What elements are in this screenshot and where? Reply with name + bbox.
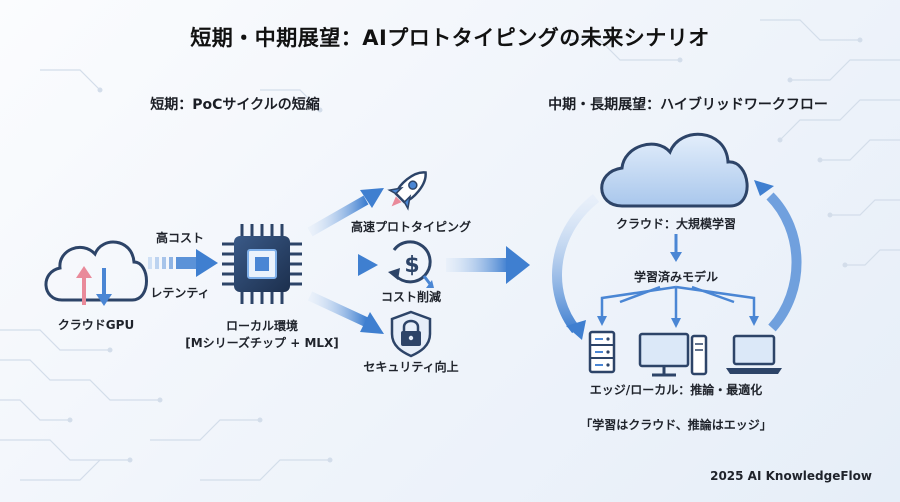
rocket-icon bbox=[387, 171, 427, 211]
benefit-label-cost: コスト削減 bbox=[380, 290, 442, 304]
latency-label: レテンティ bbox=[150, 286, 210, 300]
edge-local-label: エッジ/ローカル：推論・最適化 bbox=[589, 383, 763, 397]
cycle-arrows bbox=[552, 180, 802, 340]
cloud-gpu-label: クラウドGPU bbox=[57, 318, 135, 332]
mid-term-heading: 中期・長期展望：ハイブリッドワークフロー bbox=[548, 97, 828, 113]
laptop-icon bbox=[726, 334, 782, 374]
short-term-heading: 短期：PoCサイクルの短縮 bbox=[150, 97, 320, 113]
cloud-training-label: クラウド：大規模学習 bbox=[615, 217, 737, 231]
circuit-decoration bbox=[0, 19, 900, 481]
transition-arrow bbox=[446, 246, 530, 284]
page-title: 短期・中期展望：AIプロトタイピングの未来シナリオ bbox=[190, 26, 710, 50]
footer-credit: 2025 AI KnowledgeFlow bbox=[710, 469, 872, 483]
chip-icon bbox=[222, 224, 302, 304]
circuit-nodes bbox=[67, 37, 863, 463]
benefit-label-prototyping: 高速プロトタイピング bbox=[350, 220, 472, 234]
desktop-icon bbox=[638, 332, 708, 377]
local-env-sublabel: [Mシリーズチップ + MLX] bbox=[185, 336, 339, 350]
benefit-arrows bbox=[307, 188, 384, 334]
lock-shield-icon bbox=[390, 310, 432, 358]
local-env-label: ローカル環境 bbox=[225, 319, 299, 333]
cloud-to-local-arrow bbox=[148, 249, 218, 277]
server-icon bbox=[588, 330, 616, 374]
cost-reduction-icon: $ bbox=[388, 240, 434, 288]
cloud-large-icon bbox=[600, 132, 749, 208]
cloud-to-model-arrow bbox=[670, 234, 682, 262]
svg-text:$: $ bbox=[404, 253, 419, 278]
high-cost-label: 高コスト bbox=[155, 231, 205, 245]
model-distribution-lines bbox=[600, 285, 756, 320]
trained-model-label: 学習済みモデル bbox=[633, 270, 719, 284]
hybrid-quote: 「学習はクラウド、推論はエッジ」 bbox=[580, 418, 772, 432]
cloud-gpu-icon bbox=[44, 240, 148, 306]
benefit-label-security: セキュリティ向上 bbox=[363, 360, 459, 374]
